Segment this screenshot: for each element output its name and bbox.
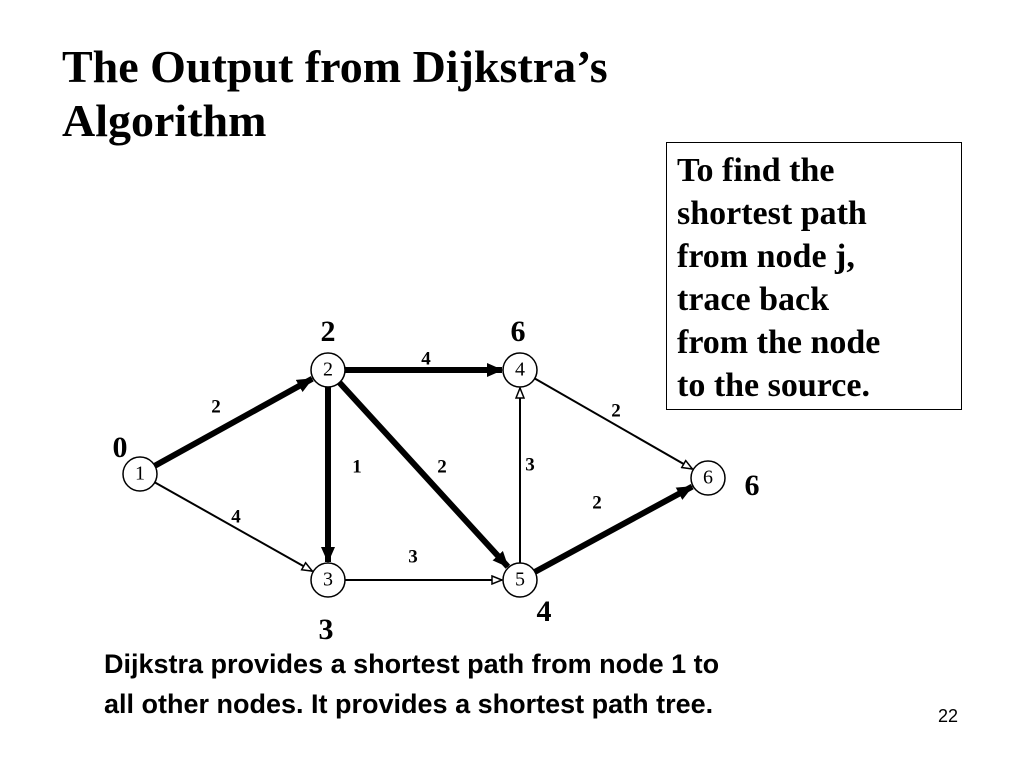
node-2-circle bbox=[310, 352, 346, 388]
note-line-3: from node j, bbox=[677, 238, 855, 275]
caption: Dijkstra provides a shortest path from n… bbox=[104, 644, 924, 724]
edge-weight-2-4: 4 bbox=[421, 348, 431, 369]
node-6-distance: 6 bbox=[745, 469, 760, 502]
node-3-circle bbox=[310, 562, 346, 598]
node-6-circle bbox=[690, 460, 726, 496]
edge-weight-1-2: 2 bbox=[211, 396, 221, 417]
edge-4-6 bbox=[534, 377, 693, 469]
node-3-distance: 3 bbox=[319, 613, 334, 646]
slide-title-line-1: The Output from Dijkstra’s bbox=[62, 41, 608, 92]
edge-weight-5-6: 2 bbox=[592, 492, 602, 513]
edge-5-6 bbox=[533, 483, 694, 575]
edge-weight-3-5: 3 bbox=[408, 546, 418, 567]
note-line-6: to the source. bbox=[677, 367, 870, 404]
edge-weight-5-4: 3 bbox=[525, 454, 535, 475]
node-2-label: 2 bbox=[323, 359, 333, 381]
node-1-circle bbox=[122, 456, 158, 492]
node-5-circle bbox=[502, 562, 538, 598]
node-6-label: 6 bbox=[703, 467, 713, 489]
edge-weight-2-3: 1 bbox=[352, 456, 362, 477]
slide-title-line-2: Algorithm bbox=[62, 95, 267, 146]
edge-weight-1-3: 4 bbox=[231, 506, 241, 527]
node-5-distance: 4 bbox=[537, 595, 552, 628]
slide-title: The Output from Dijkstra’s Algorithm bbox=[62, 40, 702, 148]
node-5-label: 5 bbox=[515, 569, 525, 591]
note-line-4: trace back bbox=[677, 281, 830, 318]
caption-line-2: all other nodes. It provides a shortest … bbox=[104, 689, 714, 719]
edge-weight-2-5: 2 bbox=[437, 456, 447, 477]
note-line-1: To find the bbox=[677, 152, 835, 189]
note-line-5: from the node bbox=[677, 324, 881, 361]
note-line-2: shortest path bbox=[677, 195, 867, 232]
edge-1-2 bbox=[153, 376, 314, 469]
edge-weight-4-6: 2 bbox=[611, 400, 621, 421]
node-4-label: 4 bbox=[515, 359, 525, 381]
node-1-distance: 0 bbox=[113, 431, 128, 464]
node-4-distance: 6 bbox=[511, 315, 526, 348]
edge-2-5 bbox=[337, 380, 511, 569]
node-3-label: 3 bbox=[323, 569, 333, 591]
edge-layer: 2 4 4 1 2 3 3 2 2 bbox=[153, 348, 694, 580]
note-box: To find the shortest path from node j, t… bbox=[666, 142, 962, 410]
node-2-distance: 2 bbox=[321, 315, 336, 348]
node-1-label: 1 bbox=[135, 463, 145, 485]
caption-line-1: Dijkstra provides a shortest path from n… bbox=[104, 649, 720, 679]
edge-1-3 bbox=[154, 481, 313, 571]
page-number: 22 bbox=[937, 706, 959, 726]
node-4-circle bbox=[502, 352, 538, 388]
